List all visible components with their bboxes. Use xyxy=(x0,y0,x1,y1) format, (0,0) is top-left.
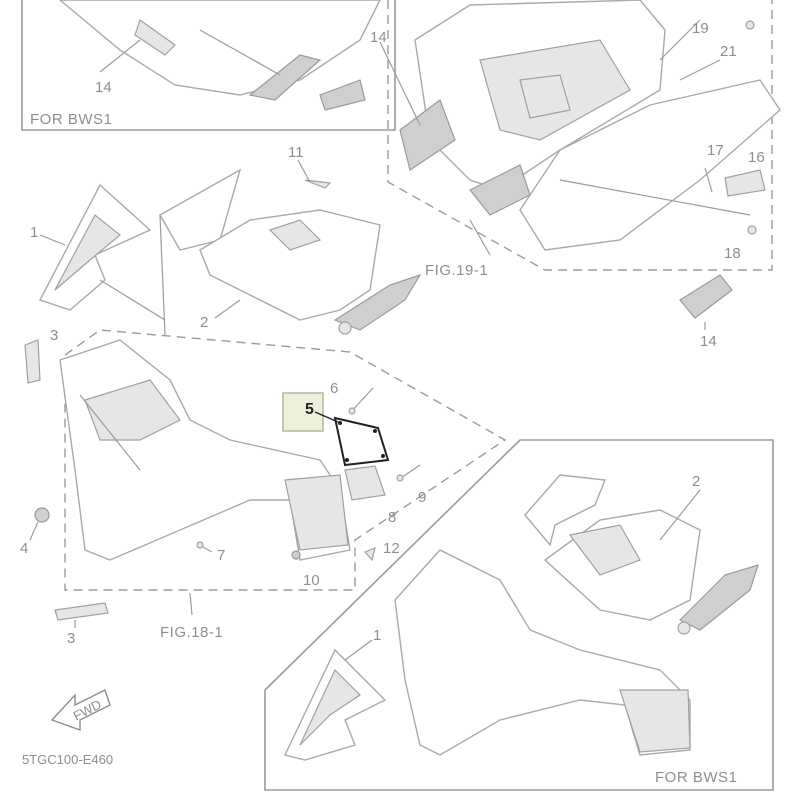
inset-bottom-right: 2 1 FOR BWS1 xyxy=(264,439,774,791)
callout-14: 14 xyxy=(95,79,112,96)
front-fender-assembly: 3 5 6 9 8 4 7 12 xyxy=(20,327,507,647)
callout-14: 14 xyxy=(700,333,717,350)
fwd-arrow: FWD xyxy=(50,689,111,731)
callout-1: 1 xyxy=(30,224,38,241)
callout-17: 17 xyxy=(707,142,724,159)
callout-18: 18 xyxy=(724,245,741,262)
callout-2: 2 xyxy=(200,314,208,331)
highlight-part-5 xyxy=(282,392,324,432)
callout-12: 12 xyxy=(383,540,400,557)
callout-6: 6 xyxy=(330,380,338,397)
callout-3: 3 xyxy=(67,630,75,647)
callout-10: 10 xyxy=(303,572,320,589)
callout-5: 5 xyxy=(305,401,314,418)
inset-caption: FOR BWS1 xyxy=(30,111,112,128)
inset-caption: FOR BWS1 xyxy=(655,769,737,786)
callout-3: 3 xyxy=(50,327,58,344)
callout-8: 8 xyxy=(388,509,396,526)
callout-19: 19 xyxy=(692,20,709,37)
callout-11: 11 xyxy=(288,144,304,161)
callout-2: 2 xyxy=(692,473,700,490)
diagram-code: 5TGC100-E460 xyxy=(22,752,113,767)
front-panel-upper: 1 11 2 xyxy=(30,144,422,336)
callout-9: 9 xyxy=(418,489,426,506)
rear-cover-assembly: 14 19 21 16 17 18 FIG.19-1 14 xyxy=(319,0,781,350)
callout-14: 14 xyxy=(370,29,387,46)
callout-1: 1 xyxy=(373,627,381,644)
callout-7: 7 xyxy=(217,547,225,564)
gasket-part-5 xyxy=(333,416,390,467)
callout-16: 16 xyxy=(748,149,765,166)
fig-18-1-label: FIG.18-1 xyxy=(160,624,223,641)
clip-part-4 xyxy=(34,507,50,523)
callout-4: 4 xyxy=(20,540,28,557)
callout-21: 21 xyxy=(720,43,737,60)
fig-19-1-label: FIG.19-1 xyxy=(425,262,488,279)
inset-top-left: 14 FOR BWS1 xyxy=(21,0,396,131)
